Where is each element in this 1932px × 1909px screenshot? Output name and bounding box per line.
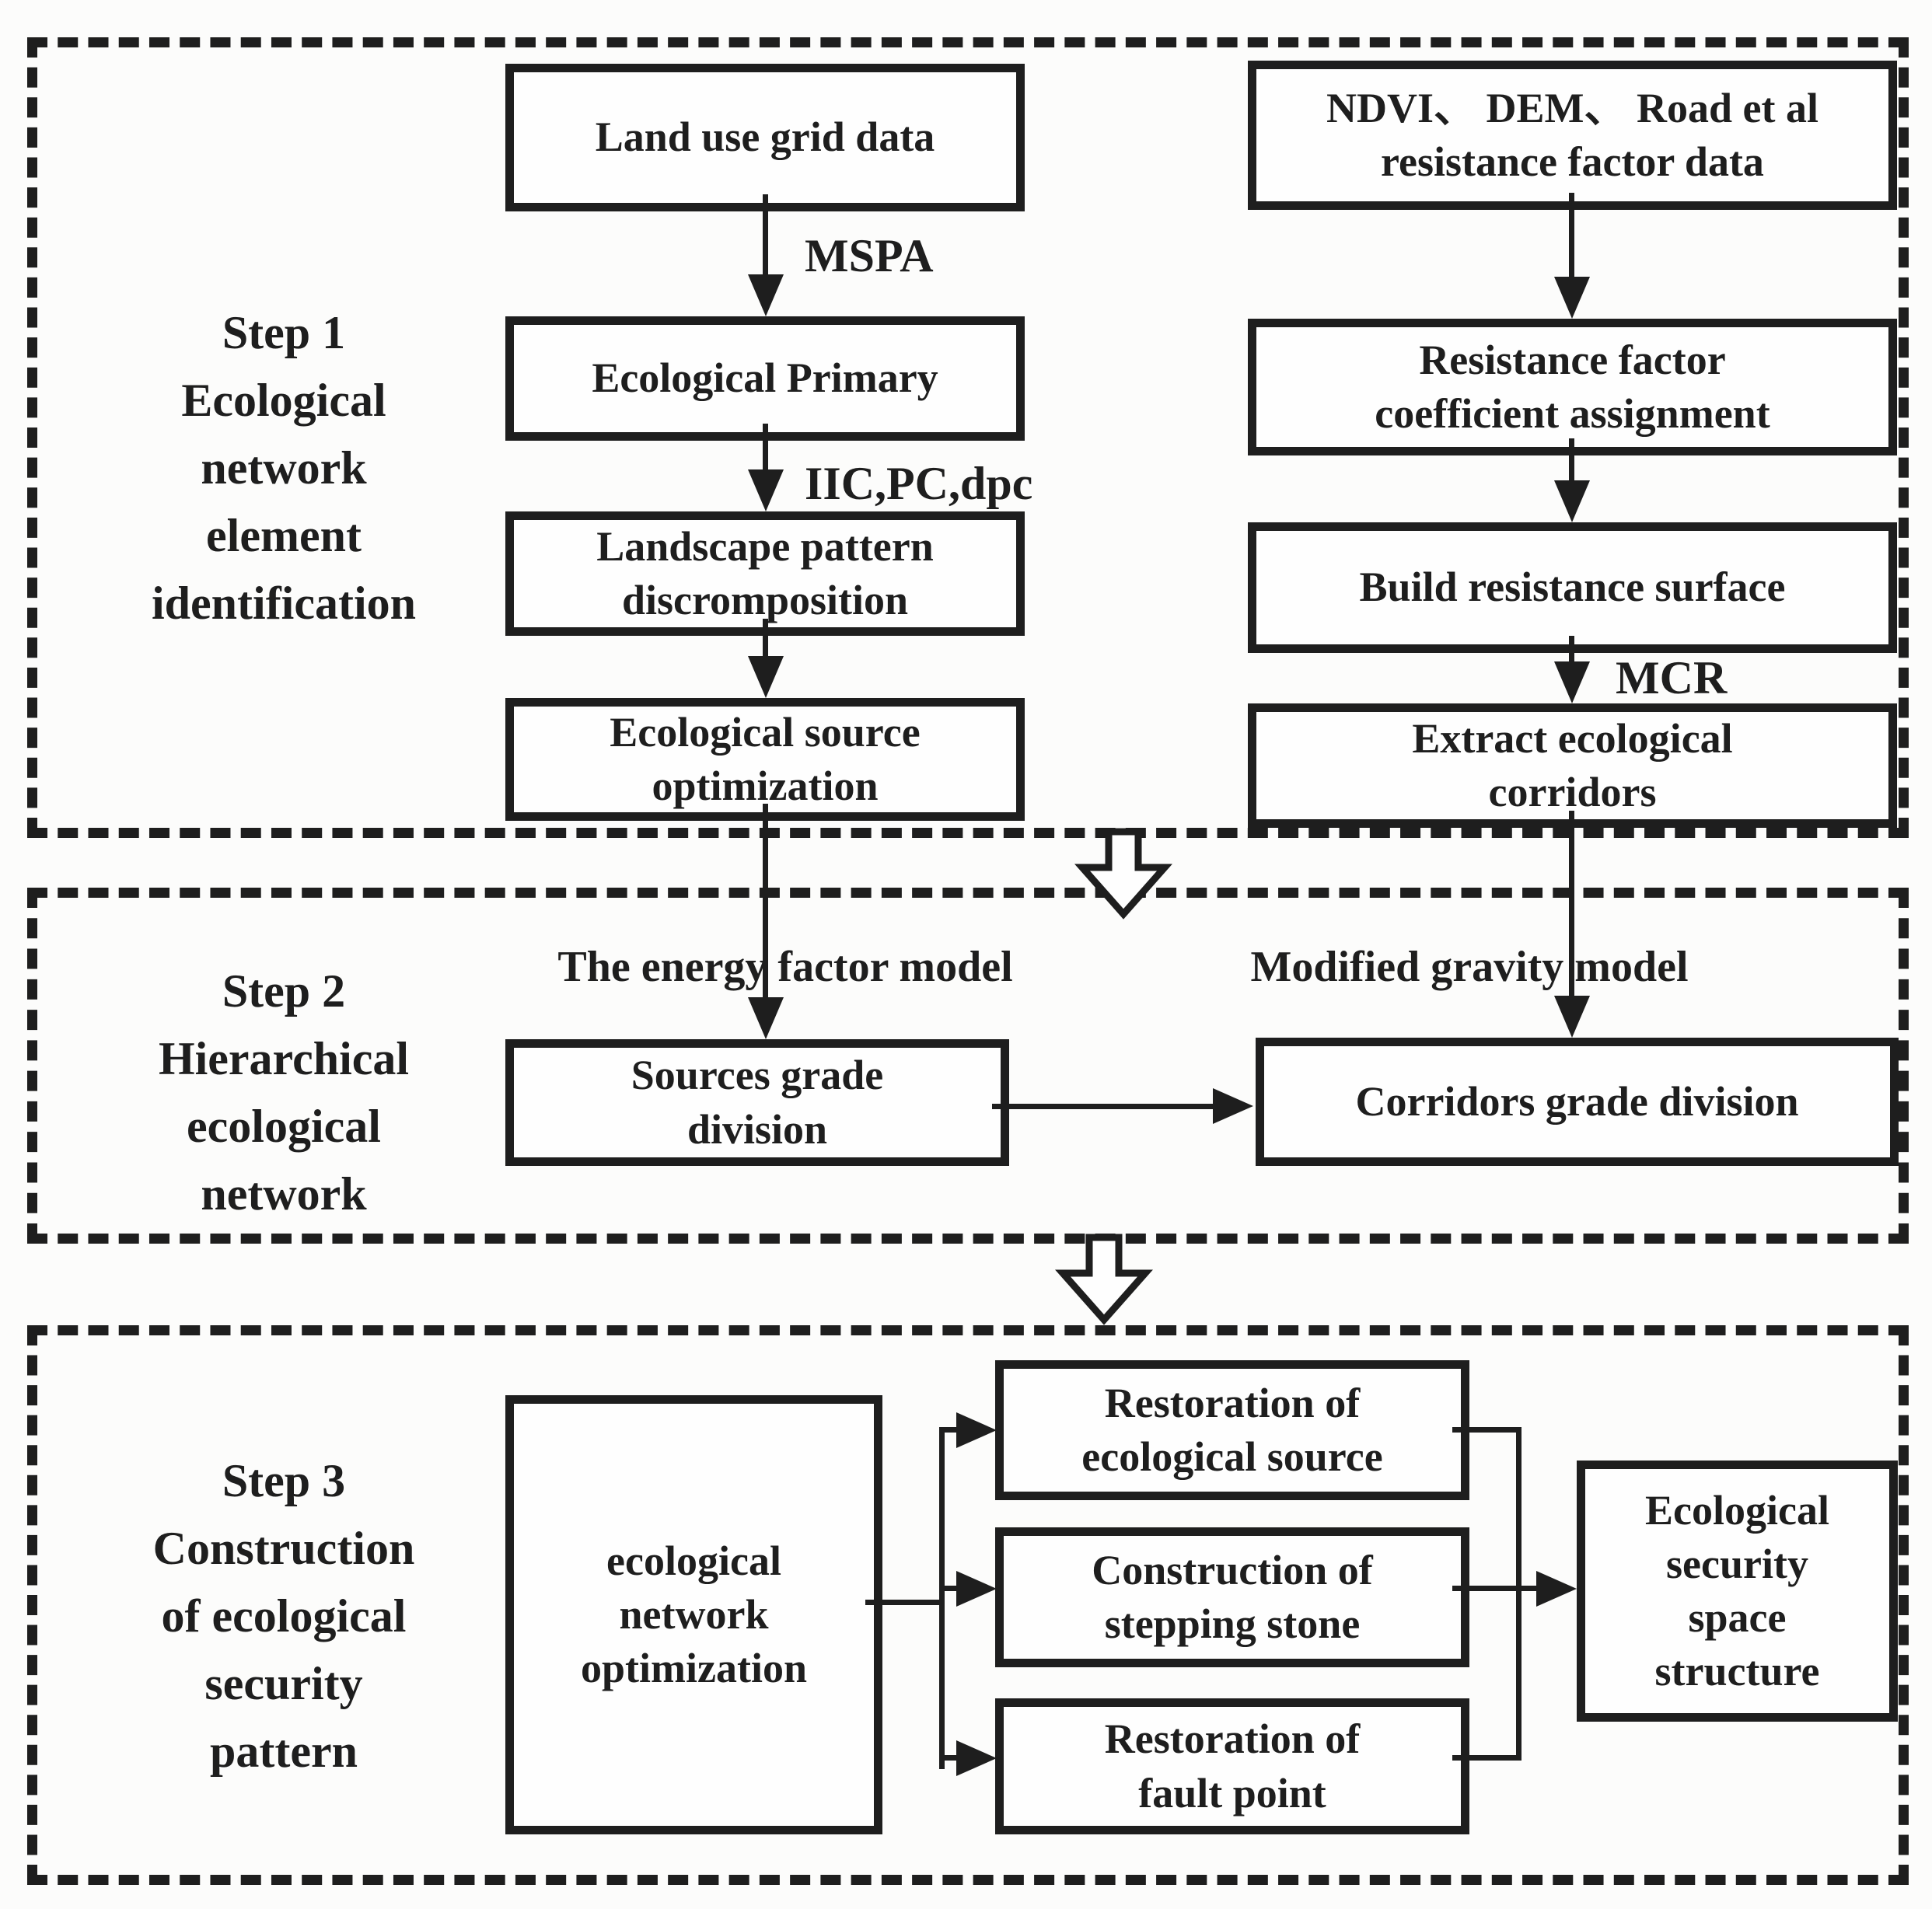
step1-to-step2-arrow-icon <box>1074 828 1172 920</box>
box-ecological-primary: Ecological Primary <box>505 316 1025 441</box>
box-extract-ecological-corridors: Extract ecological corridors <box>1248 703 1897 828</box>
box-resistance-factor-assignment: Resistance factor coefficient assignment <box>1248 319 1897 455</box>
step1-label: Step 1 Ecological network element identi… <box>152 307 416 629</box>
box-corridors-grade-division: Corridors grade division <box>1256 1038 1899 1166</box>
step2-label: Step 2 Hierarchical ecological network <box>158 965 410 1220</box>
label-modified-gravity-model: Modified gravity model <box>1250 943 1689 991</box>
label-energy-factor-model: The energy factor model <box>557 943 1013 991</box>
step1-container <box>27 37 1909 838</box>
step3-container <box>27 1325 1909 1885</box>
step2-container <box>27 888 1909 1244</box>
box-ecological-source-optimization: Ecological source optimization <box>505 698 1025 821</box>
box-construction-of-stepping-stone: Construction of stepping stone <box>995 1527 1469 1667</box>
box-build-resistance-surface: Build resistance surface <box>1248 522 1897 653</box>
label-mcr: MCR <box>1616 652 1728 703</box>
step3-label: Step 3 Construction of ecological securi… <box>152 1455 415 1777</box>
box-restoration-of-ecological-source: Restoration of ecological source <box>995 1360 1469 1500</box>
box-sources-grade-division: Sources grade division <box>505 1039 1009 1166</box>
box-land-use-grid-data: Land use grid data <box>505 64 1025 211</box>
box-ecological-network-optimization: ecological network optimization <box>505 1395 882 1834</box>
box-landscape-pattern-discromposition: Landscape pattern discromposition <box>505 511 1025 636</box>
label-mspa: MSPA <box>805 230 934 281</box>
box-restoration-of-fault-point: Restoration of fault point <box>995 1698 1469 1834</box>
label-iic-pc-dpc: IIC,PC,dpc <box>805 458 1033 509</box>
box-ndvi-dem-road-data: NDVI、 DEM、 Road et al resistance factor … <box>1248 61 1897 210</box>
step2-to-step3-arrow-icon <box>1055 1234 1153 1325</box>
box-ecological-security-space-structure: Ecological security space structure <box>1577 1461 1898 1722</box>
